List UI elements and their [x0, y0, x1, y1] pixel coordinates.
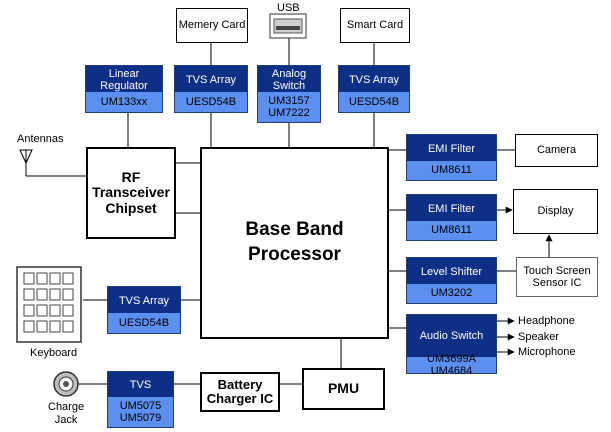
level-shifter-title: Level Shifter [407, 258, 496, 286]
tvs-title: TVS [108, 372, 173, 399]
memory-card-box: Memery Card [176, 8, 248, 43]
tvs-array-memory-title: TVS Array [175, 66, 247, 94]
touch-screen-label: Touch Screen Sensor IC [523, 264, 591, 289]
linear-regulator-title: Linear Regulator [86, 66, 162, 94]
pmu-label: PMU [327, 380, 360, 397]
smart-card-box: Smart Card [340, 8, 410, 43]
level-shifter-part: UM3202 [407, 284, 496, 303]
usb-label: USB [277, 2, 300, 14]
tvs-array-memory-part: UESD54B [175, 92, 247, 112]
rf-transceiver-label: RF Transceiver Chipset [92, 168, 170, 216]
tvs-array-smart-part: UESD54B [339, 92, 409, 112]
tvs-block: TVS UM5075 UM5079 [107, 371, 174, 428]
antennas-label: Antennas [17, 133, 64, 145]
baseband-processor-label: Base Band Processor [245, 219, 344, 265]
battery-charger-box: Battery Charger IC [200, 372, 280, 412]
emi-filter-2-title: EMI Filter [407, 195, 496, 223]
usb-connector-icon [269, 13, 307, 39]
display-label: Display [537, 205, 574, 218]
audio-switch-part: UM3699A UM4684 [407, 353, 496, 377]
antenna-icon [19, 149, 33, 165]
keyboard-label: Keyboard [30, 347, 78, 359]
memory-card-label: Memery Card [178, 19, 246, 32]
emi-filter-1-part: UM8611 [407, 161, 496, 180]
smart-card-label: Smart Card [346, 19, 404, 32]
charge-jack-label: Charge Jack [48, 401, 85, 426]
battery-charger-label: Battery Charger IC [206, 376, 274, 406]
speaker-label: Speaker [518, 331, 559, 343]
audio-switch-title: Audio Switch [407, 315, 496, 357]
display-box: Display [513, 189, 598, 234]
tvs-array-smart-title: TVS Array [339, 66, 409, 94]
tvs-array-keyboard-title: TVS Array [108, 287, 180, 315]
microphone-label: Microphone [518, 346, 576, 358]
tvs-part: UM5075 UM5079 [108, 397, 173, 427]
baseband-processor-box: Base Band Processor [200, 147, 389, 339]
analog-switch-block: Analog Switch UM3157 UM7222 [257, 65, 321, 123]
headphone-label: Headphone [518, 315, 575, 327]
rf-transceiver-box: RF Transceiver Chipset [86, 147, 176, 239]
audio-switch-block: Audio Switch UM3699A UM4684 [406, 314, 497, 377]
linear-regulator-block: Linear Regulator UM133xx [85, 65, 163, 113]
analog-switch-title: Analog Switch [258, 66, 320, 94]
camera-label: Camera [536, 144, 577, 157]
level-shifter-block: Level Shifter UM3202 [406, 257, 497, 304]
keyboard-icon [16, 266, 82, 343]
tvs-array-keyboard-part: UESD54B [108, 313, 180, 333]
emi-filter-1-title: EMI Filter [407, 135, 496, 163]
tvs-array-memory-block: TVS Array UESD54B [174, 65, 248, 113]
charge-jack-icon [53, 371, 79, 397]
linear-regulator-part: UM133xx [86, 92, 162, 112]
emi-filter-2-block: EMI Filter UM8611 [406, 194, 497, 241]
tvs-array-keyboard-block: TVS Array UESD54B [107, 286, 181, 334]
emi-filter-2-part: UM8611 [407, 221, 496, 240]
touch-screen-box: Touch Screen Sensor IC [516, 257, 598, 297]
tvs-array-smart-block: TVS Array UESD54B [338, 65, 410, 113]
camera-box: Camera [515, 134, 598, 167]
analog-switch-part: UM3157 UM7222 [258, 92, 320, 122]
emi-filter-1-block: EMI Filter UM8611 [406, 134, 497, 181]
pmu-box: PMU [302, 368, 385, 410]
